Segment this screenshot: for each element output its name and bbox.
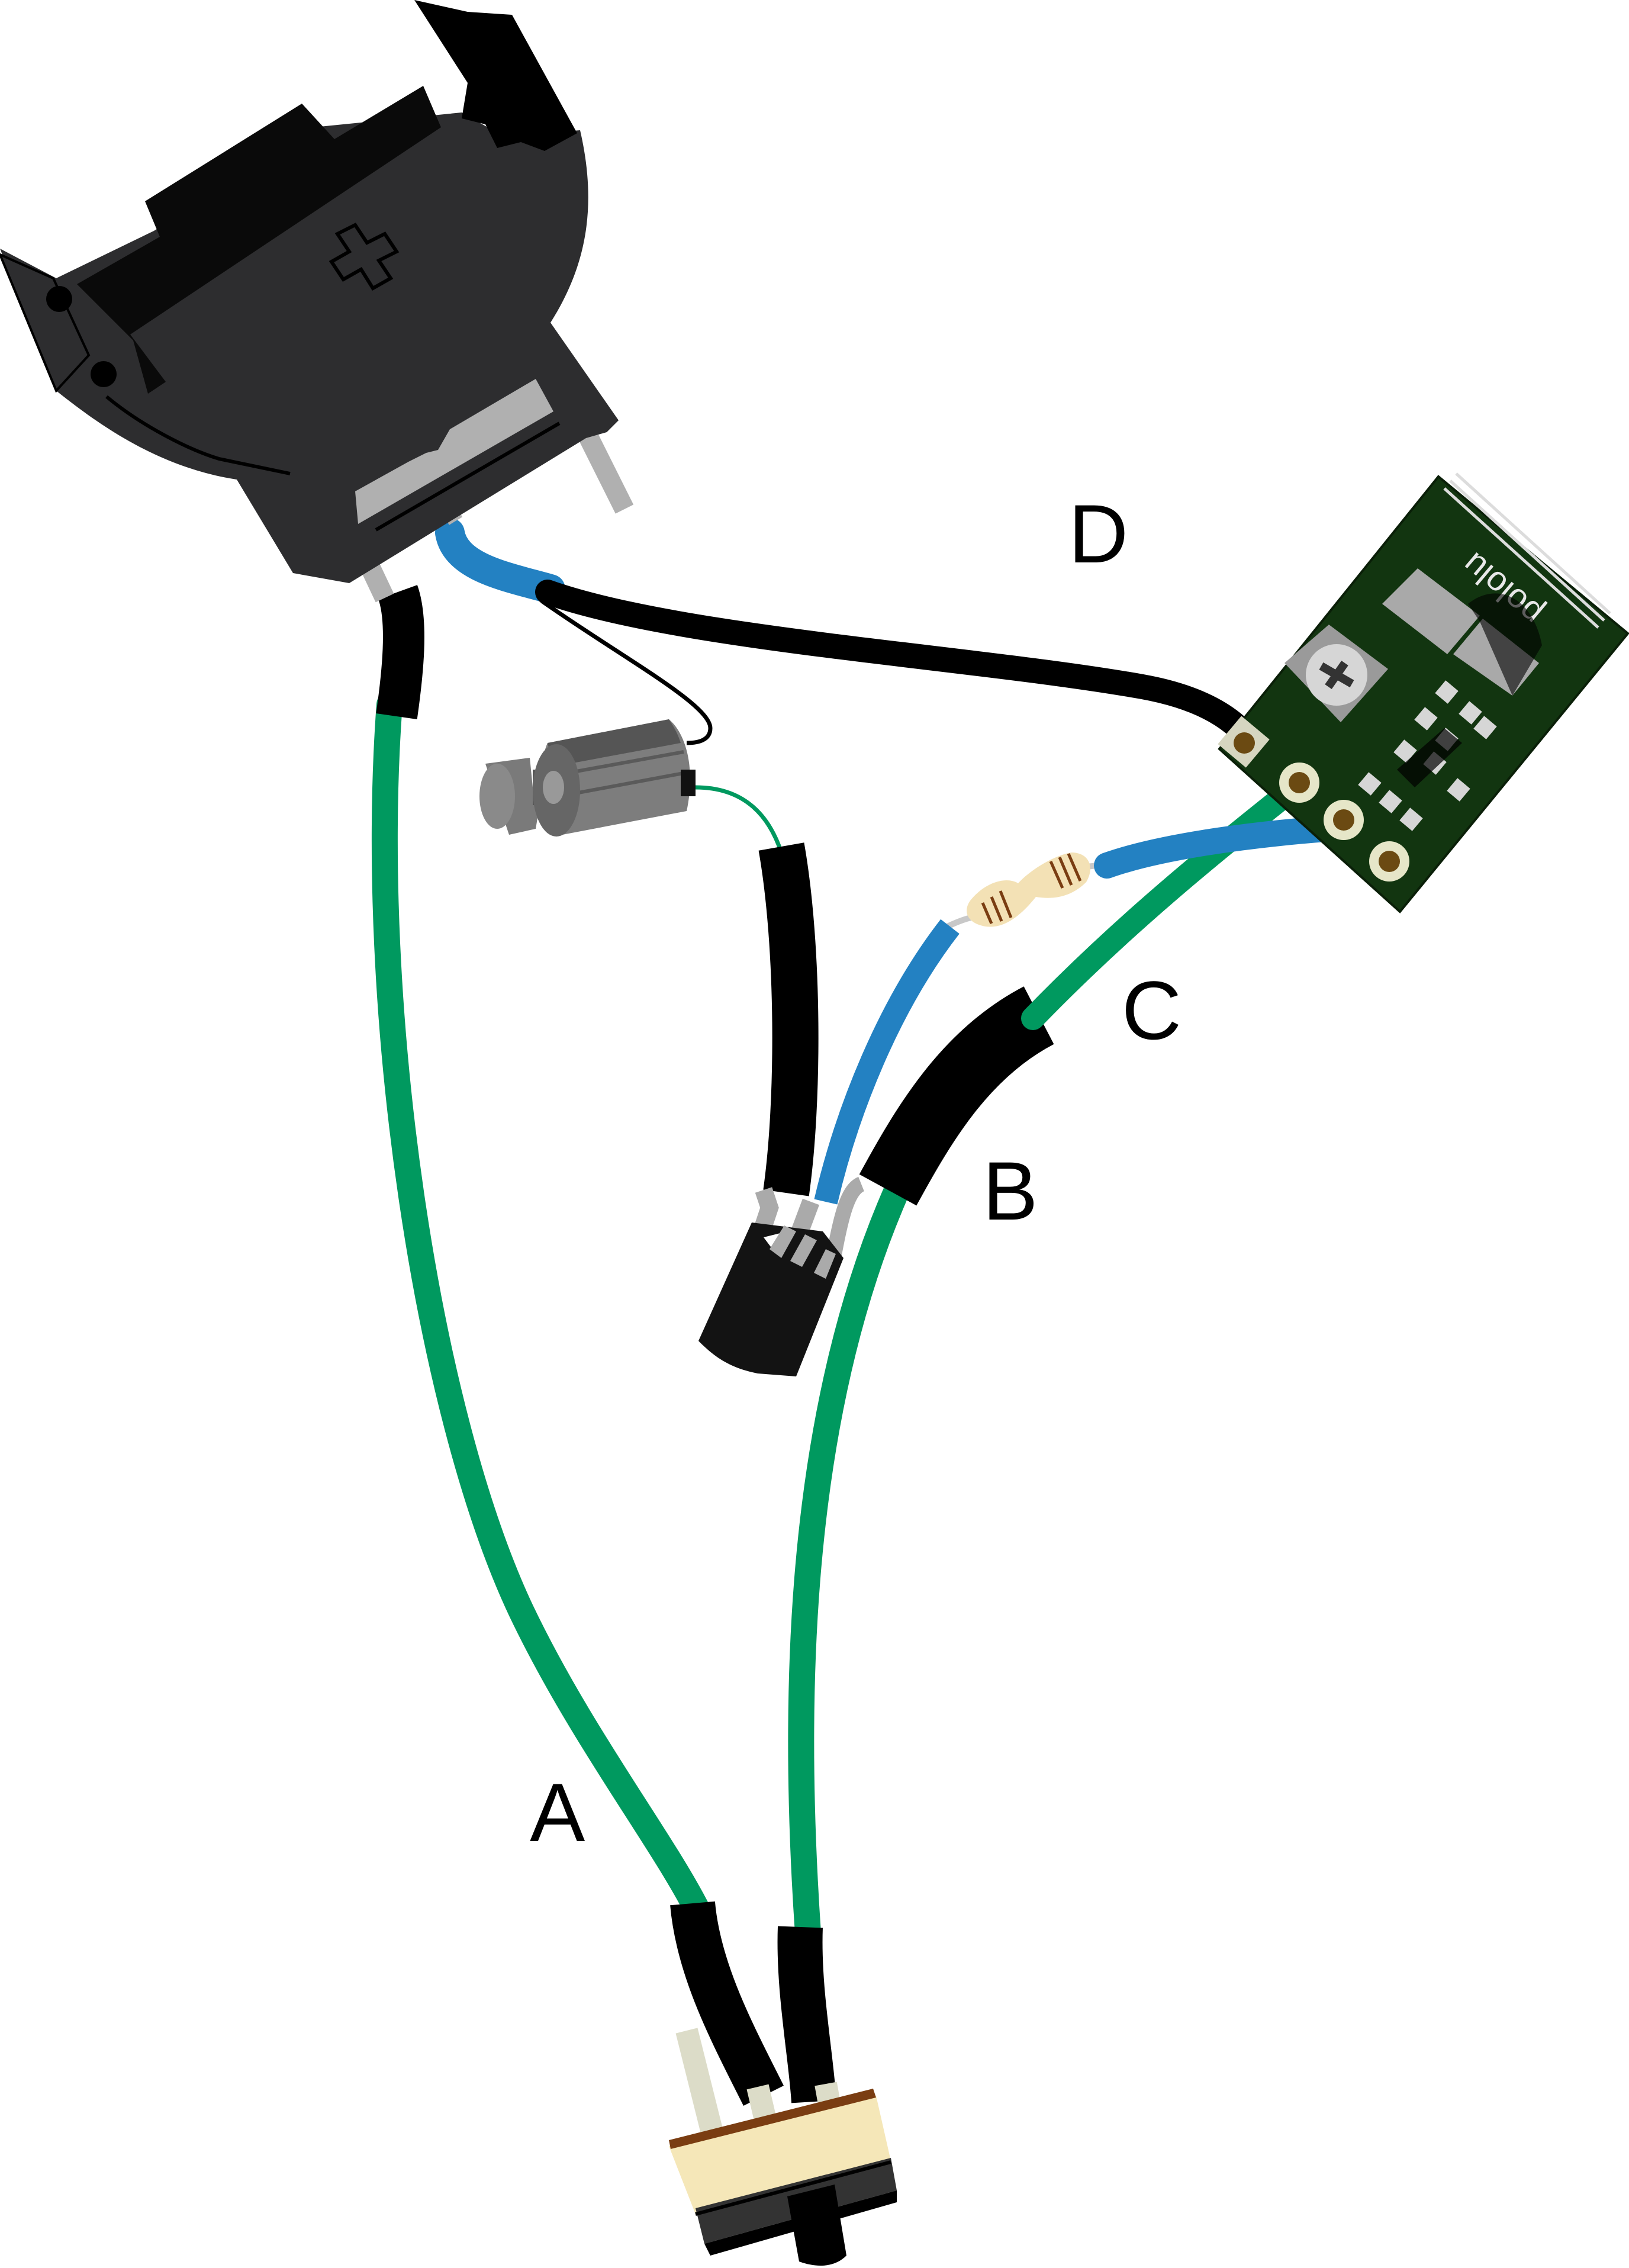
wire-label-a: A xyxy=(530,1766,585,1859)
wire-a xyxy=(371,585,784,2106)
wire-label-c: C xyxy=(1122,964,1181,1057)
holder-clip xyxy=(414,0,577,151)
wire-d-blue xyxy=(435,518,565,604)
motor-body-shade xyxy=(548,719,681,767)
switch-pin-left xyxy=(675,2028,725,2140)
board-pcb xyxy=(1218,475,1629,913)
motor-lead-black xyxy=(540,599,713,745)
battery-lead-right xyxy=(574,422,634,514)
wire-d xyxy=(435,518,1264,755)
wire-a-heatshrink-top xyxy=(376,585,424,719)
holder-hole-2 xyxy=(91,361,117,387)
slide-switch-icon xyxy=(669,2028,897,2266)
plus-sign-icon xyxy=(329,223,400,291)
wire-b-heatshrink xyxy=(859,986,1055,1206)
board-pads xyxy=(1218,716,1409,882)
wire-b-heatshrink-bottom xyxy=(777,1926,836,2103)
pot-cross-icon xyxy=(1319,660,1354,690)
switch-body xyxy=(669,2096,891,2214)
holder-hole-1 xyxy=(46,286,72,312)
holder-tab xyxy=(0,253,91,393)
wire-label-d: D xyxy=(1068,487,1128,580)
motor-terminal xyxy=(681,770,696,796)
board-chip xyxy=(1382,568,1480,654)
wire-blue-resistor xyxy=(814,915,972,1205)
holder-body xyxy=(0,112,619,583)
wire-c-green xyxy=(1021,781,1299,1030)
wire-a-heatshrink-bottom xyxy=(670,1901,784,2106)
transistor-icon xyxy=(698,1176,865,1376)
wire-a-green xyxy=(371,691,712,1925)
wire-c xyxy=(1021,781,1299,1030)
wire-label-b: B xyxy=(983,1144,1038,1237)
wire-d-black xyxy=(535,580,1264,755)
voltage-regulator-board-icon: pololu xyxy=(1218,472,1629,913)
vibration-motor-icon xyxy=(479,719,696,837)
transistor-body xyxy=(698,1223,844,1376)
coin-cell-battery-holder-icon xyxy=(0,0,634,603)
holder-edge-line xyxy=(105,395,291,475)
holder-band xyxy=(77,86,441,394)
switch-brown-strip xyxy=(669,2089,876,2149)
wire-b xyxy=(777,986,1055,2103)
holder-contact xyxy=(355,379,553,524)
motor-heatshrink xyxy=(758,842,819,1196)
motor-weight-end xyxy=(479,764,515,829)
motor-lead-green xyxy=(695,785,784,854)
switch-slider-handle xyxy=(787,2185,846,2266)
resistor-icon xyxy=(967,852,1090,927)
